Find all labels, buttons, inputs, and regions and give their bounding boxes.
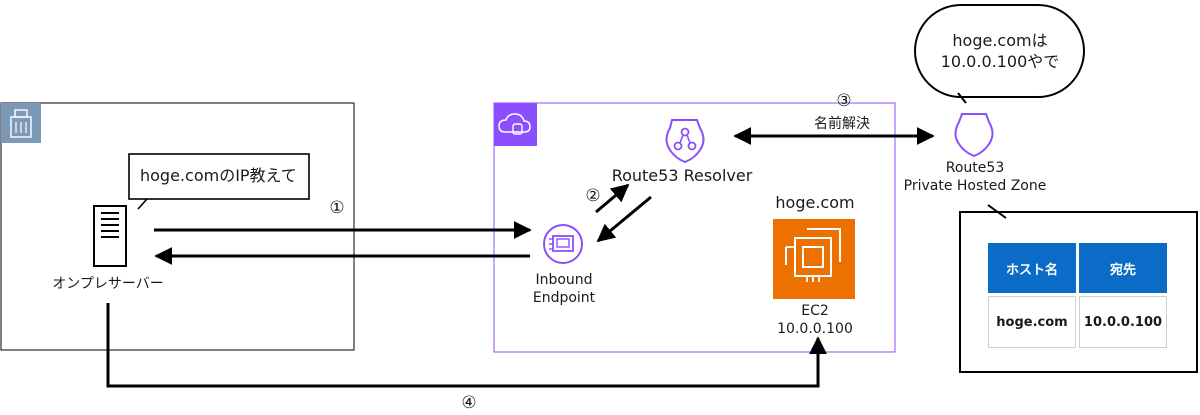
onprem-group bbox=[0, 102, 355, 351]
ec2-label-line2: 10.0.0.100 bbox=[777, 321, 853, 337]
building-icon bbox=[1, 103, 41, 143]
step-2-marker: ② bbox=[585, 186, 601, 206]
step-1-marker: ① bbox=[329, 198, 345, 218]
onprem-speech-text: hoge.comのIP教えて bbox=[140, 166, 297, 185]
inbound-endpoint-icon bbox=[543, 224, 583, 264]
table-header-row: ホスト名 宛先 bbox=[988, 243, 1167, 293]
route53-hosted-zone-icon bbox=[954, 113, 994, 158]
table-row: hoge.com 10.0.0.100 bbox=[988, 296, 1167, 348]
table-cell-dest: 10.0.0.100 bbox=[1079, 296, 1167, 348]
ec2-icon bbox=[773, 219, 855, 299]
onprem-speech-bubble bbox=[128, 153, 310, 210]
arrow-connect-ec2 bbox=[106, 303, 827, 388]
server-icon bbox=[93, 205, 127, 267]
aws-group bbox=[493, 102, 896, 353]
route53-label-line2: Private Hosted Zone bbox=[903, 178, 1047, 194]
arrow-from-resolver bbox=[596, 195, 652, 243]
route53-speech-line2: 10.0.0.100やで bbox=[940, 52, 1060, 71]
table-header-host: ホスト名 bbox=[988, 243, 1076, 293]
domain-label: hoge.com bbox=[775, 193, 855, 212]
route53-resolver-icon bbox=[665, 119, 705, 164]
step-4-marker: ④ bbox=[461, 393, 477, 413]
arrows bbox=[106, 127, 935, 388]
step-3-label: 名前解決 bbox=[814, 116, 870, 132]
ec2-label-line1: EC2 bbox=[801, 303, 829, 319]
onprem-server-label: オンプレサーバー bbox=[52, 276, 164, 292]
step-3-marker: ③ bbox=[836, 91, 852, 111]
arrow-to-resolver bbox=[595, 183, 630, 214]
inbound-label-line1: Inbound bbox=[535, 272, 593, 288]
route53-speech-bubble bbox=[914, 4, 1085, 104]
table-header-dest: 宛先 bbox=[1079, 243, 1167, 293]
resolver-label: Route53 Resolver bbox=[611, 166, 753, 185]
hosted-zone-table: ホスト名 宛先 hoge.com 10.0.0.100 bbox=[985, 240, 1170, 351]
route53-label-line1: Route53 bbox=[945, 160, 1005, 176]
table-cell-host: hoge.com bbox=[988, 296, 1076, 348]
inbound-label-line2: Endpoint bbox=[532, 290, 596, 306]
route53-speech-line1: hoge.comは bbox=[952, 31, 1048, 50]
